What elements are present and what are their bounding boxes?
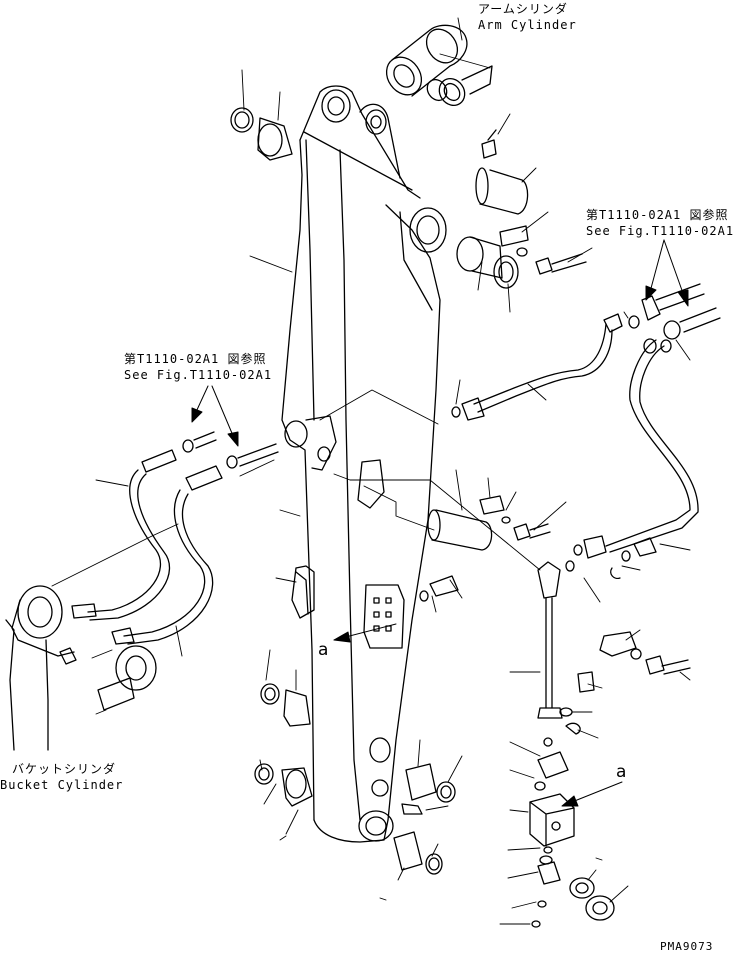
right-ref-label-en: See Fig.T1110-02A1	[586, 224, 735, 238]
arm-cylinder-rod-end	[385, 24, 493, 107]
hoses-right	[451, 283, 721, 580]
bucket-cylinder-label-jp: バケットシリンダ	[12, 762, 117, 776]
reference-arrows	[191, 239, 689, 807]
valve-block-assembly	[529, 561, 691, 928]
left-ref-label-en: See Fig.T1110-02A1	[124, 368, 273, 382]
right-ref-label-jp: 第T1110-02A1 図参照	[586, 208, 729, 222]
bushings-and-pins	[230, 107, 587, 875]
bucket-cylinder-label-en: Bucket Cylinder	[0, 778, 124, 792]
arm-cylinder-label-en: Arm Cylinder	[478, 18, 577, 32]
arm-body	[281, 85, 447, 843]
callout-a-left: a	[318, 640, 329, 660]
drawing-id: PMA9073	[660, 940, 714, 953]
left-ref-label-jp: 第T1110-02A1 図参照	[124, 352, 267, 366]
bucket-cylinder-rod-end	[5, 585, 157, 751]
arm-cylinder-label-jp: アームシリンダ	[478, 2, 568, 16]
callout-a-right: a	[616, 762, 627, 782]
hoses-left	[71, 431, 279, 645]
leader-lines	[51, 17, 691, 925]
